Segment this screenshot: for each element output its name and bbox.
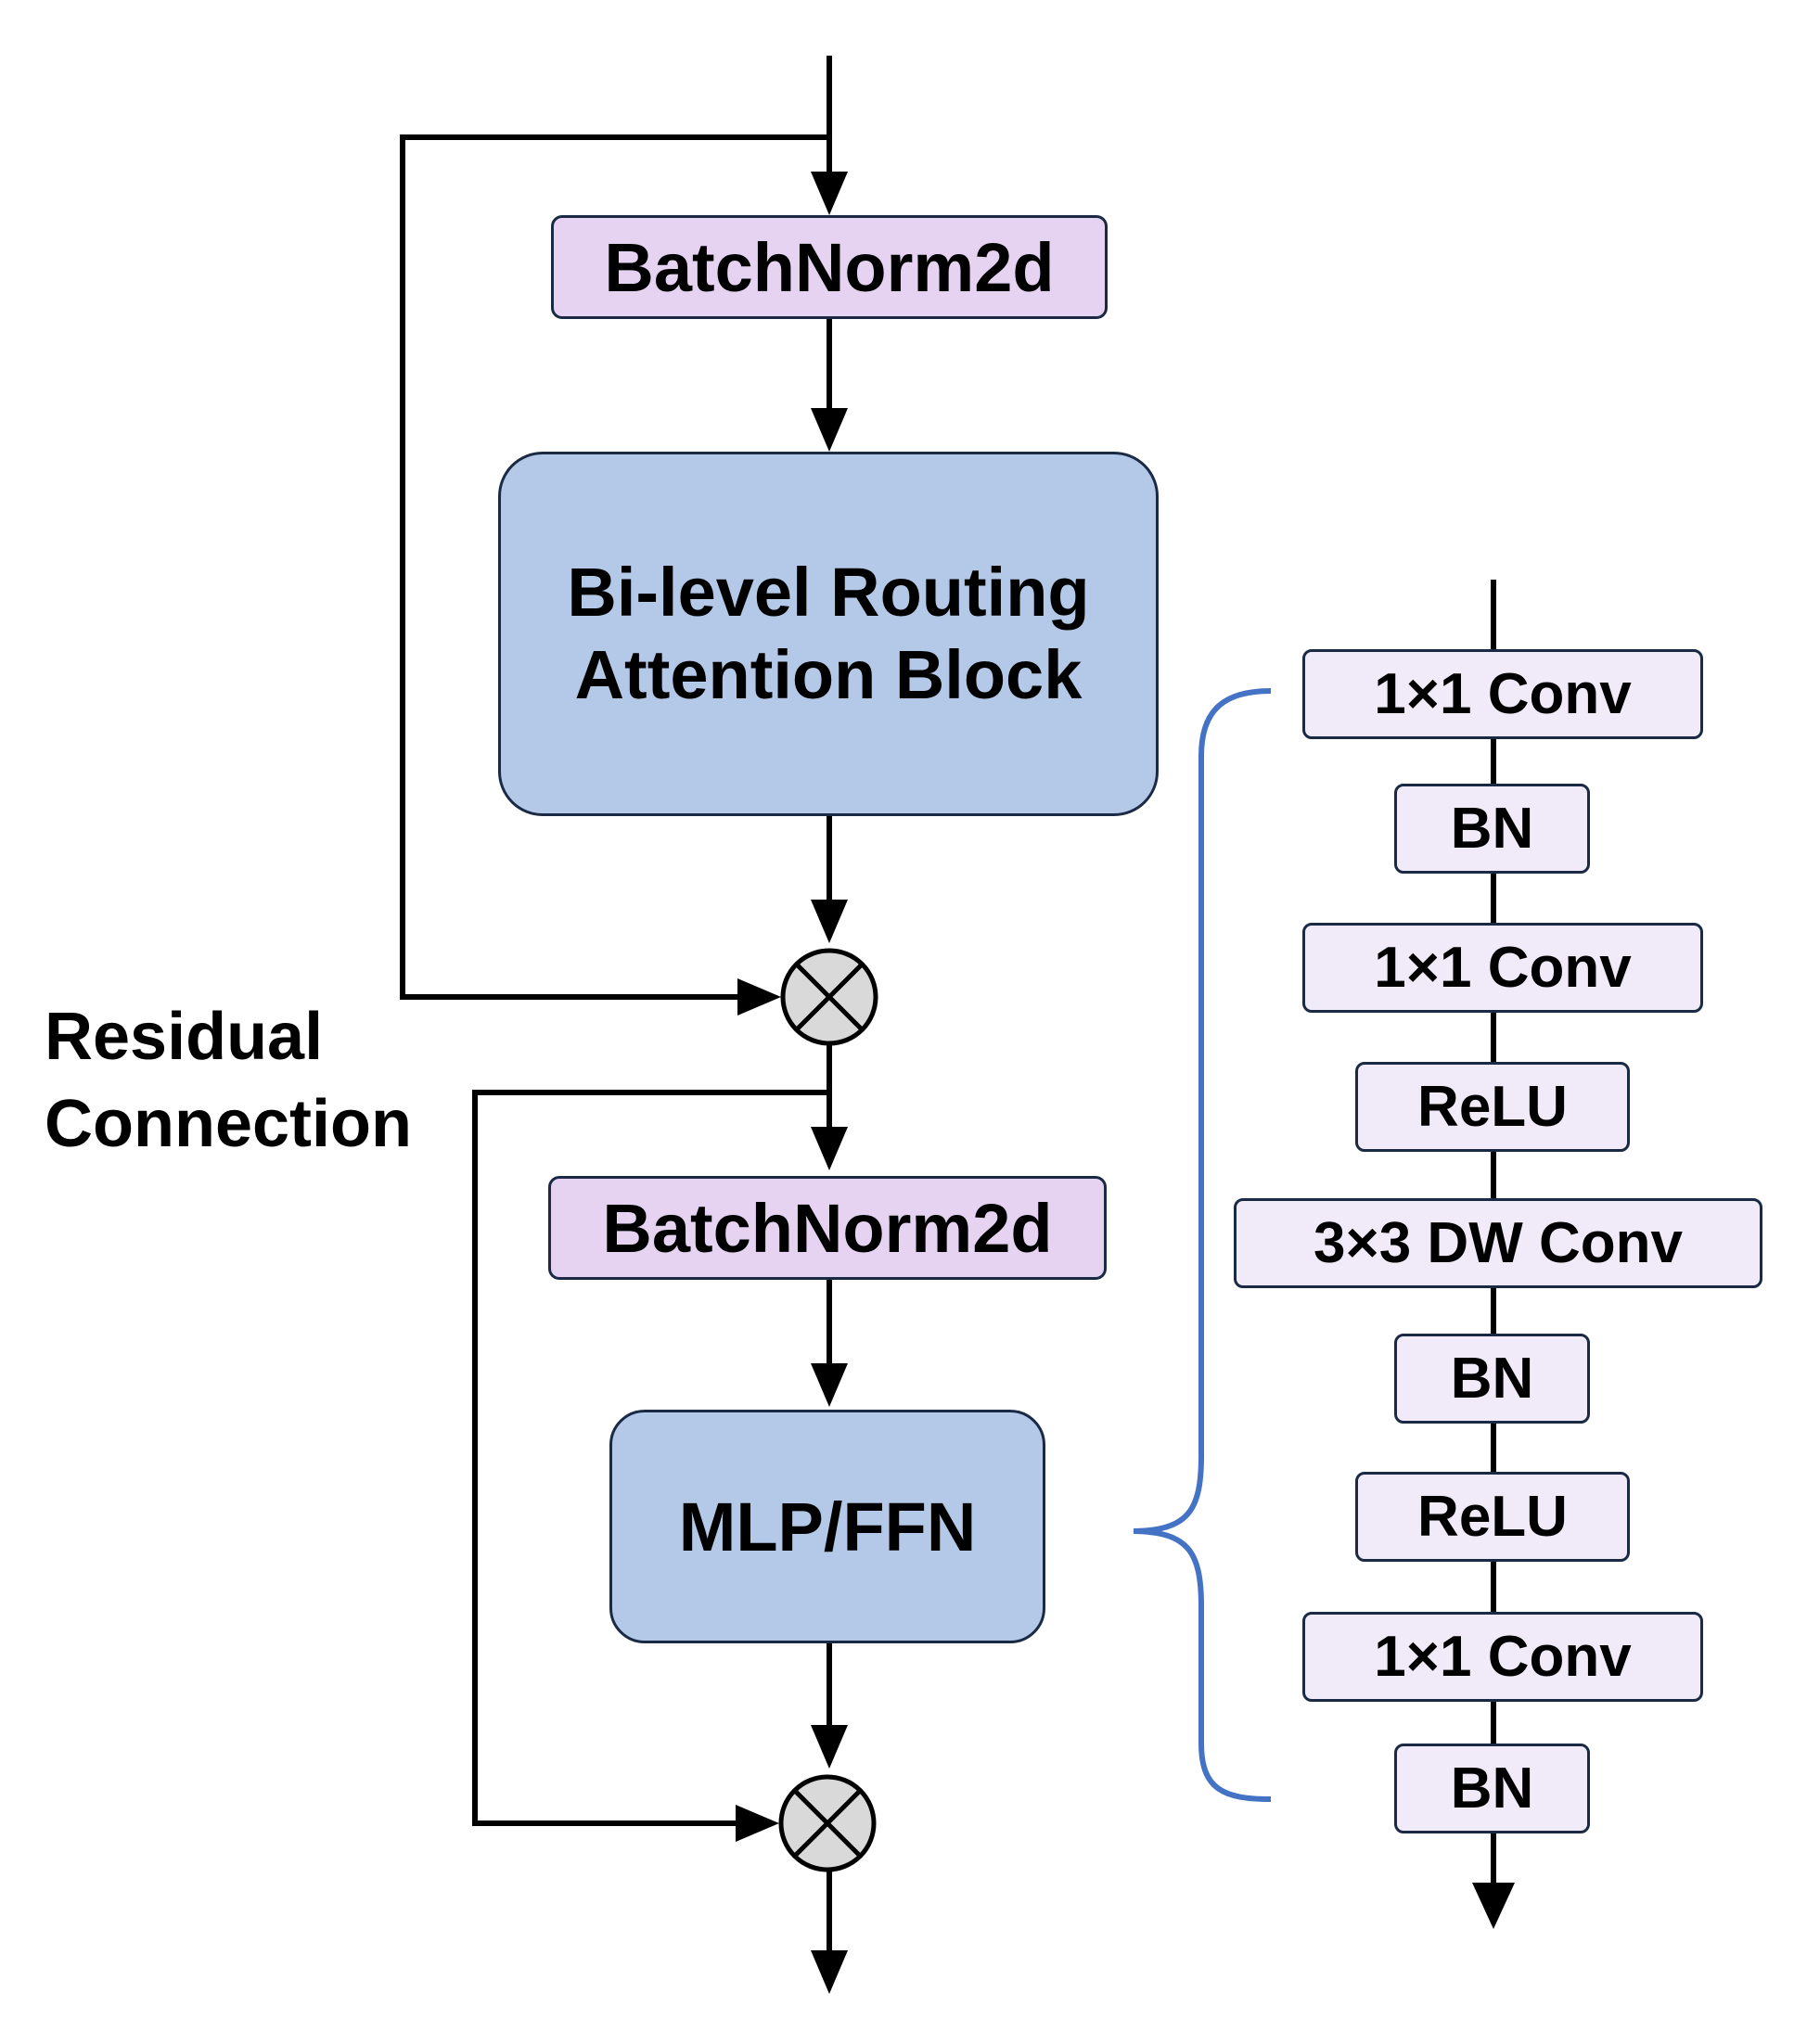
residual-skip-2	[472, 1090, 829, 1826]
attention-title-line2: Attention Block	[574, 635, 1083, 713]
residual-connection-label: Residual Connection	[45, 994, 462, 1168]
merge-node-2	[778, 1774, 877, 1872]
batchnorm2d-top: BatchNorm2d	[551, 215, 1108, 319]
detail-1x1-conv-1: 1×1 Conv	[1302, 649, 1703, 739]
arrow-into-norm-top	[811, 172, 848, 215]
detail-relu-1: ReLU	[1355, 1062, 1630, 1152]
detail-output-arrow	[1472, 1883, 1515, 1929]
detail-relu-2: ReLU	[1355, 1472, 1630, 1562]
detail-3x3-dw-conv: 3×3 DW Conv	[1234, 1198, 1762, 1288]
brace	[1133, 688, 1272, 1802]
residual-skip-1	[400, 134, 829, 1000]
residual-label-line2: Connection	[45, 1086, 412, 1161]
detail-bn-1: BN	[1394, 784, 1590, 874]
merge-node-1	[780, 948, 878, 1046]
detail-1x1-conv-2: 1×1 Conv	[1302, 923, 1703, 1013]
batchnorm2d-bottom: BatchNorm2d	[548, 1176, 1107, 1280]
detail-bn-2: BN	[1394, 1334, 1590, 1424]
mlp-ffn-block: MLP/FFN	[609, 1410, 1045, 1643]
bi-level-routing-attention-block: Bi-level Routing Attention Block	[498, 452, 1159, 816]
residual-label-line1: Residual	[45, 1000, 324, 1074]
detail-1x1-conv-3: 1×1 Conv	[1302, 1612, 1703, 1702]
detail-bn-3: BN	[1394, 1744, 1590, 1833]
attention-title-line1: Bi-level Routing	[567, 553, 1090, 631]
